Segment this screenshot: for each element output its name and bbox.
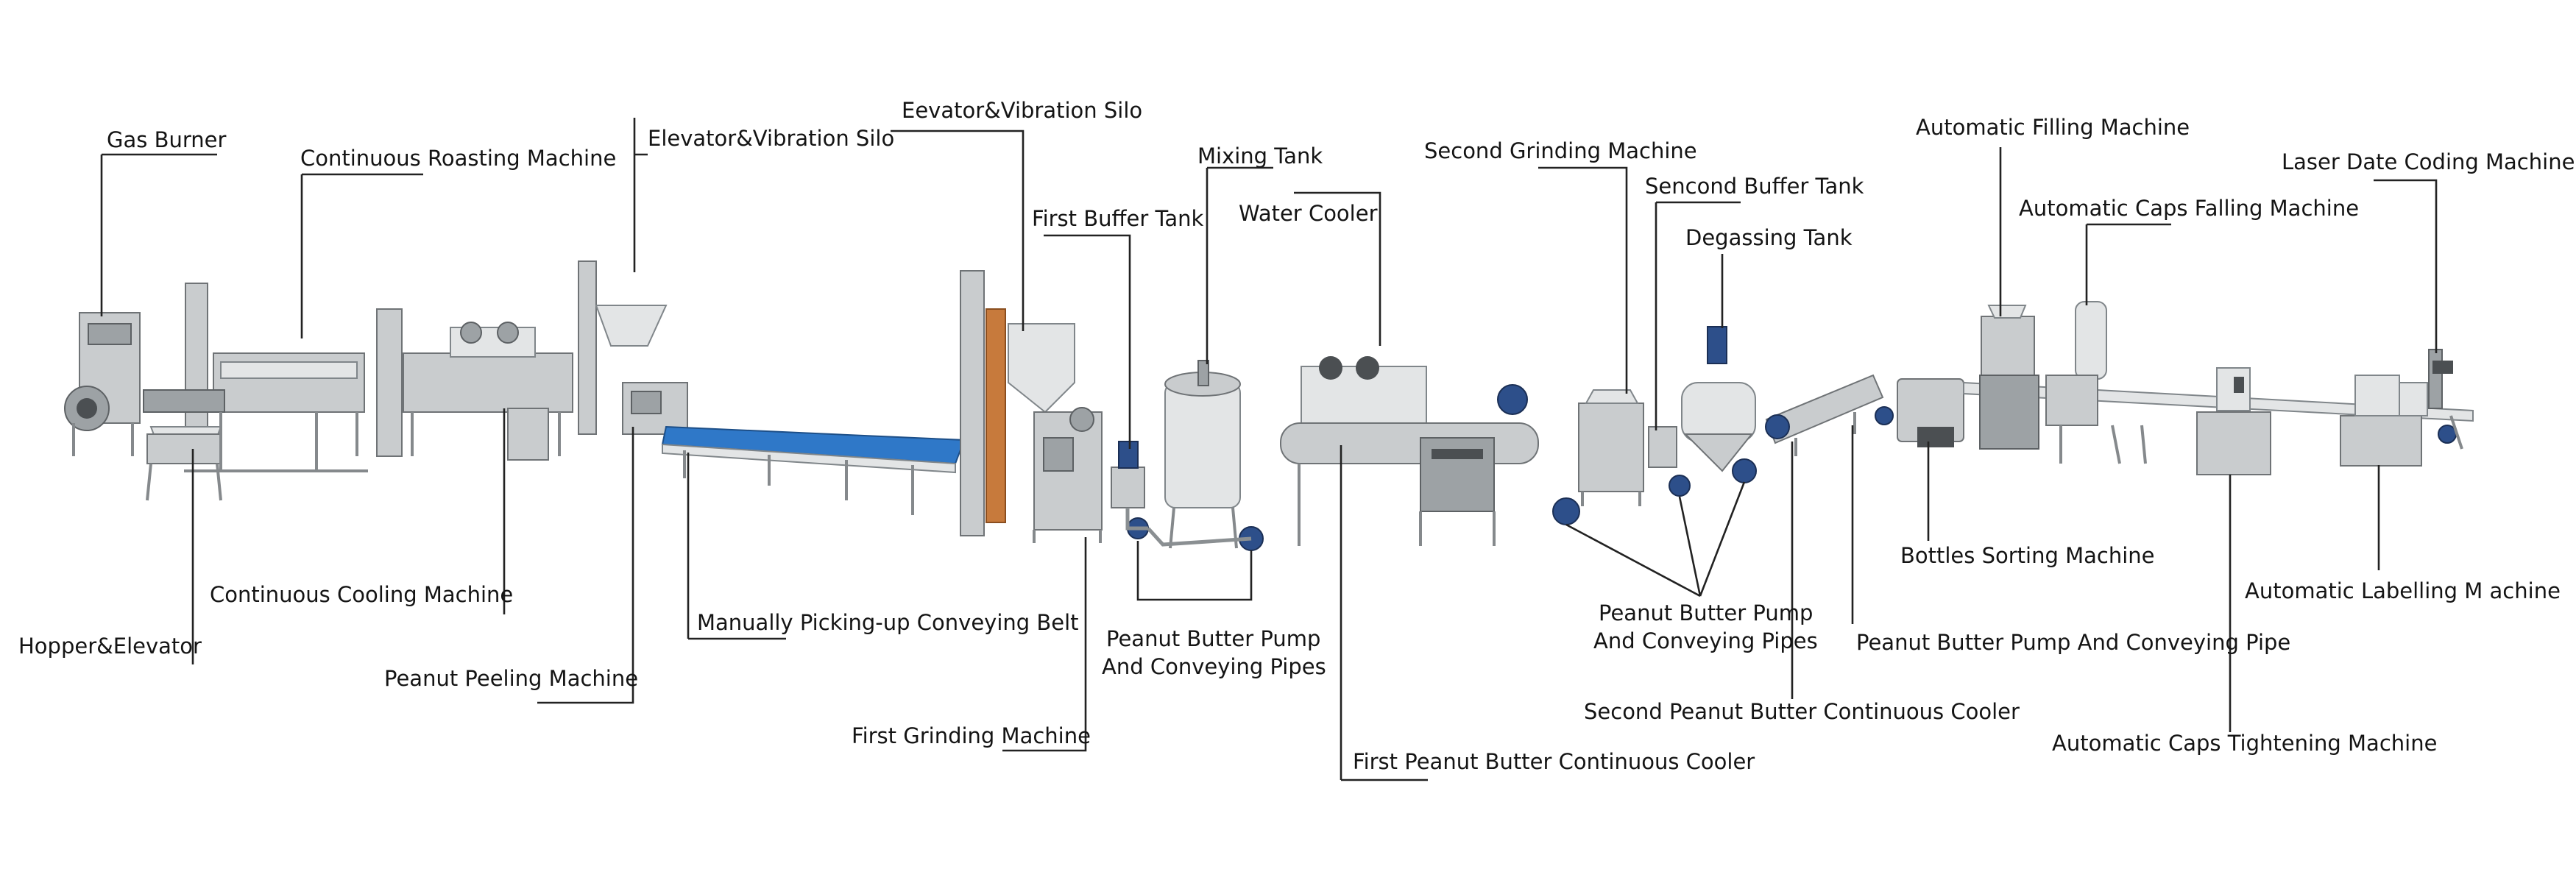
bottles-sorting-machine	[1875, 378, 1964, 447]
second-buffer-tank-machine	[1648, 426, 1691, 497]
label-pump-pipe-3: Peanut Butter Pump And Conveying Pipe	[1856, 630, 2290, 655]
machines	[64, 260, 2474, 551]
label-gas-burner: Gas Burner	[107, 127, 226, 152]
leader-lines	[100, 118, 2438, 781]
automatic-caps-falling-machine	[2045, 301, 2147, 464]
label-first-grinding: First Grinding Machine	[852, 723, 1091, 748]
leader-first-grinding	[1002, 537, 1087, 752]
leader-eevator-vibration-silo	[891, 130, 1025, 331]
label-elevator-vibration-silo: Elevator&Vibration Silo	[648, 126, 894, 151]
label-peanut-peeling: Peanut Peeling Machine	[384, 666, 638, 691]
label-continuous-roasting: Continuous Roasting Machine	[300, 146, 616, 171]
automatic-labelling-machine	[2340, 349, 2463, 467]
leader-second-buffer-tank	[1655, 201, 1741, 430]
label-laser-date-coding: Laser Date Coding Machine	[2282, 149, 2575, 174]
label-pump-pipes-1-line1: Peanut Butter Pump	[1106, 626, 1320, 651]
label-caps-tightening: Automatic Caps Tightening Machine	[2052, 731, 2437, 756]
leader-first-cooler	[1340, 445, 1428, 781]
first-buffer-tank-machine	[1111, 441, 1149, 539]
first-cooler-machine	[1280, 356, 1539, 546]
label-caps-falling: Automatic Caps Falling Machine	[2019, 196, 2359, 221]
label-hopper-elevator: Hopper&Elevator	[18, 634, 202, 659]
label-eevator-vibration-silo: Eevator&Vibration Silo	[902, 98, 1142, 123]
label-water-cooler: Water Cooler	[1239, 201, 1378, 226]
leader-elevator-vibration-silo	[633, 118, 648, 272]
leader-second-grinding	[1538, 166, 1628, 394]
second-grinding-machine	[1552, 389, 1644, 525]
label-pump-pipes-2-line2: And Conveying Pipes	[1593, 628, 1818, 653]
second-cooler-machine	[1765, 374, 1884, 456]
label-first-buffer-tank: First Buffer Tank	[1032, 206, 1204, 231]
degassing-tank-machine	[1681, 326, 1757, 483]
label-mixing-tank: Mixing Tank	[1197, 143, 1323, 169]
leader-laser-date-coding	[2374, 179, 2438, 353]
automatic-filling-machine	[1979, 305, 2039, 450]
leader-first-buffer-tank	[1044, 234, 1131, 449]
label-second-buffer-tank: Sencond Buffer Tank	[1645, 174, 1864, 199]
label-second-grinding: Second Grinding Machine	[1424, 138, 1697, 163]
label-manually-picking: Manually Picking-up Conveying Belt	[697, 610, 1079, 635]
leader-continuous-roasting	[300, 173, 423, 338]
automatic-caps-tightening-machine	[2196, 367, 2271, 475]
label-degassing-tank: Degassing Tank	[1685, 225, 1853, 250]
leader-gas-burner	[100, 153, 217, 316]
label-continuous-cooling: Continuous Cooling Machine	[210, 582, 513, 607]
label-bottles-sorting: Bottles Sorting Machine	[1900, 543, 2155, 568]
leader-water-cooler	[1294, 191, 1381, 346]
label-pump-pipes-1-line2: And Conveying Pipes	[1102, 654, 1326, 679]
leader-pump-pipes-2	[1565, 481, 1746, 597]
label-pump-pipes-2-line1: Peanut Butter Pump	[1599, 600, 1813, 625]
mixing-tank-machine	[1147, 360, 1264, 551]
gas-burner-machine	[64, 312, 141, 456]
continuous-roasting-machine	[143, 352, 368, 472]
label-automatic-filling: Automatic Filling Machine	[1916, 115, 2190, 140]
peeling-machine	[578, 260, 688, 435]
first-grinding-machine	[960, 270, 1103, 543]
label-automatic-labelling: Automatic Labelling M achine	[2245, 578, 2561, 603]
leader-manually-picking	[687, 453, 786, 640]
picking-belt-machine	[661, 425, 966, 515]
label-second-cooler: Second Peanut Butter Continuous Cooler	[1584, 699, 2020, 724]
labels: Gas Burner Continuous Roasting Machine E…	[18, 98, 2575, 774]
label-first-cooler: First Peanut Butter Continuous Cooler	[1353, 749, 1755, 774]
continuous-cooling-machine	[376, 308, 573, 461]
leader-pump-pipes-1	[1136, 541, 1253, 601]
leader-mixing-tank	[1206, 166, 1273, 364]
leader-caps-falling	[2085, 223, 2171, 305]
leader-peanut-peeling	[537, 427, 634, 704]
